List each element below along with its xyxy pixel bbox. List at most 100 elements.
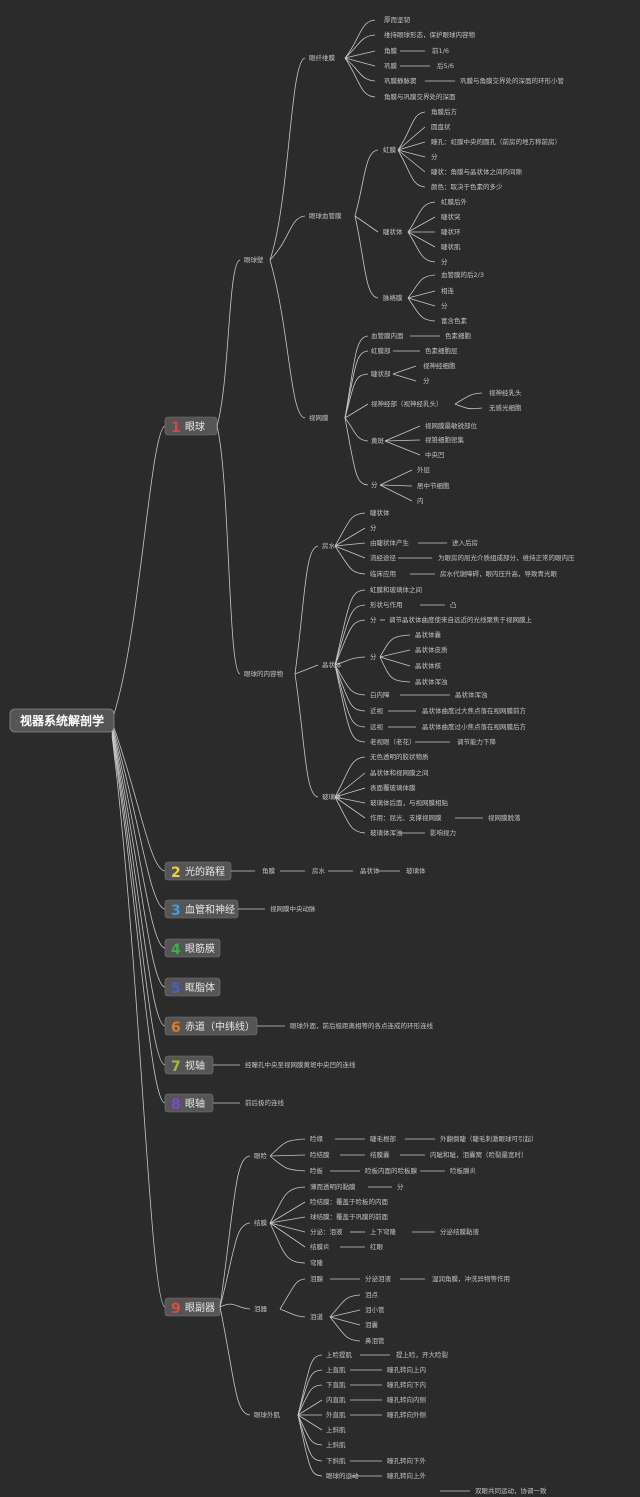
iris-item: 瞳孔：虹膜中央的圆孔（前房的地方称前房）	[431, 137, 561, 146]
eyeball-branch: 眼球壁 眼球的内容物 眼纤维膜 眼球血管膜 视网膜 厚而坚韧 维持眼球形态，保护…	[216, 15, 575, 837]
lacrimal-duct: 泪点	[365, 1291, 379, 1299]
choroid-item: 血管膜的后2/3	[441, 270, 484, 279]
ciliary-item: 虹膜后外	[441, 197, 468, 206]
conj-item: 结膜炎	[310, 1242, 330, 1251]
muscle-sub: 瞳孔转向上内	[387, 1365, 426, 1374]
node-choroid: 脉络膜	[383, 293, 403, 302]
section-fascia[interactable]: 4 眼筋膜	[164, 938, 221, 958]
lens-sub: 凸	[450, 601, 457, 609]
root-title: 视器系统解剖学	[20, 713, 104, 728]
aqueous-item: 分	[370, 523, 377, 532]
section-orbital-fat[interactable]: 5 眶脂体	[164, 977, 221, 997]
muscle-item: 上斜肌	[326, 1440, 346, 1449]
iris-item: 颜色：取决于色素的多少	[431, 182, 503, 191]
fibrous-item: 巩膜	[384, 61, 398, 70]
node-vascular: 眼球血管膜	[309, 211, 342, 220]
eyelid-sub: 外翻倒睫（睫毛刺激眼球可引起）	[440, 1134, 538, 1143]
section-nodes: 1 眼球 2 光的路程 3 血管和神经 4 眼筋膜 5 眶脂体 6 赤道（中纬线…	[164, 416, 258, 1317]
muscle-item: 眼球的运动	[326, 1471, 359, 1480]
section-label: 赤道（中纬线）	[185, 1020, 255, 1033]
section-number: 6	[171, 1020, 181, 1036]
choroid-item: 相连	[441, 286, 455, 295]
muscle-item: 下斜肌	[326, 1456, 346, 1465]
section-vessels-nerves[interactable]: 3 血管和神经	[164, 899, 239, 919]
section-number: 7	[171, 1059, 181, 1075]
retina-sub: 色素细胞层	[425, 346, 458, 355]
lens-sub: 晶状体曲度过大焦点落在视网膜前方	[422, 706, 527, 715]
section-light-path[interactable]: 2 光的路程	[164, 861, 232, 881]
muscle-item: 上直肌	[326, 1365, 346, 1374]
eyelid-sub: 结膜囊	[370, 1150, 390, 1159]
retina-sub: 无感光细胞	[489, 403, 522, 412]
section-visual-axis[interactable]: 7 视轴	[164, 1055, 214, 1075]
fibrous-item: 巩膜静脉窦	[384, 76, 417, 85]
vitreous-item: 玻璃体浑浊	[370, 828, 403, 837]
lens-item: 白内障	[370, 690, 390, 699]
vitreous-item: 玻璃体后面，与视网膜相贴	[370, 798, 449, 807]
root-connectors	[111, 425, 166, 1308]
section-label: 血管和神经	[185, 903, 235, 916]
ciliary-item: 分	[441, 257, 448, 266]
ciliary-item: 睫状环	[441, 227, 461, 236]
section-label: 光的路程	[185, 865, 225, 878]
accessory-branch: 眼睑 结膜 泪器 眼球外肌 睑缘 睑结膜 睑板 睫毛根部 外翻倒睫（睫毛刺激眼球…	[219, 1134, 547, 1495]
node-lacrimal: 泪器	[254, 1305, 268, 1313]
eyelid-sub: 睑板内面的睑板腺	[365, 1166, 418, 1175]
lens-item: 分	[370, 615, 377, 624]
eyelid-item: 睑缘	[310, 1134, 324, 1143]
section-label: 眼副器	[185, 1302, 215, 1314]
root-node[interactable]: 视器系统解剖学	[9, 708, 115, 733]
fibrous-sub: 后5/6	[437, 61, 454, 70]
eyelid-sub: 内眦和眦，泪囊窝（睑裂最宽时）	[430, 1150, 528, 1159]
retina-item: 视神经部（视神经乳头）	[371, 399, 443, 408]
vitreous-item: 表面覆玻璃体膜	[370, 783, 416, 792]
section-label: 眼球	[185, 420, 205, 433]
node-lens: 晶状体	[322, 660, 342, 669]
light-path-step: 晶状体	[360, 866, 380, 875]
fibrous-item: 厚而坚韧	[384, 15, 411, 24]
lacrimal-sub: 湿润角膜，冲洗异物等作用	[432, 1274, 510, 1283]
light-path-step: 房水	[312, 866, 326, 875]
fibrous-item: 角膜	[384, 46, 398, 55]
retina-item: 黄斑	[371, 436, 385, 445]
node-wall: 眼球壁	[244, 255, 264, 264]
section-label: 视轴	[185, 1059, 205, 1072]
fibrous-item: 角膜与巩膜交界处的深面	[384, 92, 456, 101]
lacrimal-duct: 泪小管	[365, 1305, 385, 1314]
conj-item: 分泌：泪液	[310, 1227, 343, 1236]
aqueous-sub: 进入后房	[452, 538, 478, 547]
section-optic-axis[interactable]: 8 眼轴	[164, 1093, 214, 1113]
optic-axis-text: 前后极的连线	[245, 1098, 285, 1107]
conj-sub: 分	[397, 1182, 404, 1191]
muscle-item: 上睑提肌	[326, 1350, 353, 1359]
fibrous-sub: 前1/6	[432, 46, 449, 55]
section-equator[interactable]: 6 赤道（中纬线）	[164, 1016, 258, 1036]
lens-sub: 晶状体曲度过小焦点落在视网膜后方	[422, 722, 527, 731]
fibrous-sub: 巩膜与角膜交界处的深面的环形小管	[460, 76, 565, 85]
node-fibrous: 眼纤维膜	[309, 53, 336, 62]
section-label: 眶脂体	[185, 981, 215, 994]
light-path-step: 玻璃体	[406, 866, 426, 875]
aqueous-sub: 房水代谢障碍，眼内压升高，导致青光眼	[440, 569, 558, 578]
equator-text: 眼球外面，前后极距离相等的各点连成的环形连线	[290, 1021, 434, 1030]
lens-item: 老视眼（老花）	[370, 737, 416, 746]
ciliary-item: 睫状突	[441, 212, 461, 221]
vitreous-sub: 影响视力	[430, 828, 456, 837]
section-number: 3	[171, 903, 181, 919]
retina-sub: 中央凹	[425, 450, 445, 459]
conj-sub: 红眼	[370, 1242, 384, 1251]
lens-item: 远视	[370, 722, 384, 731]
node-eyelid: 眼睑	[254, 1151, 268, 1160]
muscle-item: 外直肌	[326, 1410, 346, 1419]
vitreous-sub: 视网膜脱落	[488, 813, 521, 822]
muscle-item: 上斜肌	[326, 1425, 346, 1434]
muscle-sub: 双眼共同运动，协调一致	[475, 1486, 547, 1495]
muscle-item: 下直肌	[326, 1380, 346, 1389]
lens-sub: 晶状体核	[415, 661, 442, 670]
conj-item: 球结膜：覆盖于巩膜的前面	[310, 1212, 389, 1221]
section-eyeball[interactable]: 1 眼球	[164, 416, 218, 436]
section-number: 8	[171, 1097, 181, 1113]
section-accessory[interactable]: 9 眼副器	[164, 1297, 221, 1317]
retina-sub: 色素细胞	[445, 331, 472, 340]
